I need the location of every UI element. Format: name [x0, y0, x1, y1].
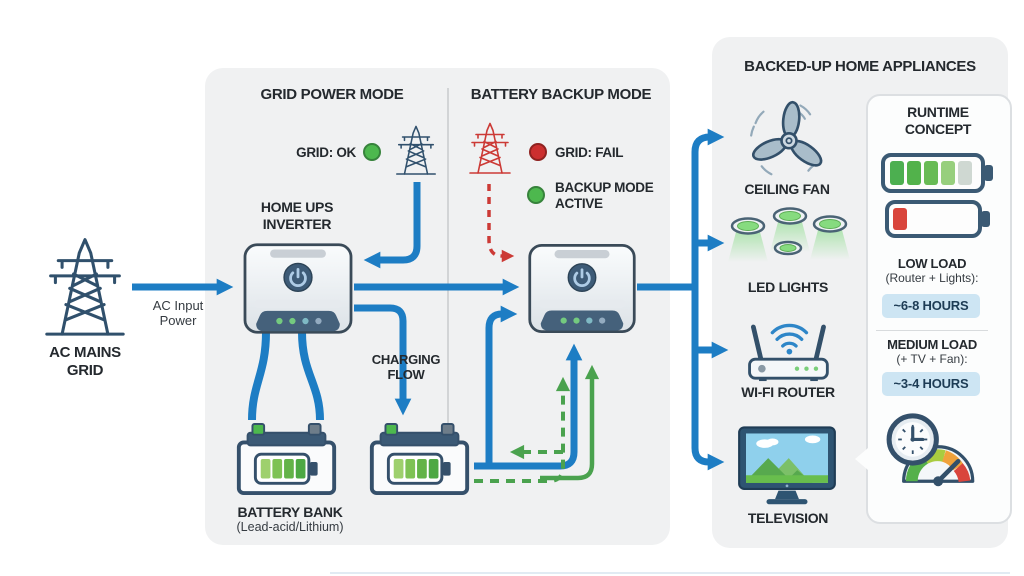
bottom-accent-line — [330, 572, 1010, 574]
runtime-panel-pointer — [855, 448, 868, 470]
ac-input-power-label: AC Input Power — [152, 298, 204, 329]
battery-bank-sublabel: (Lead-acid/Lithium) — [236, 520, 344, 534]
grid-ok-label: GRID: OK — [296, 145, 356, 160]
charging-flow-label: CHARGING FLOW — [371, 352, 441, 383]
television-label: TELEVISION — [747, 510, 829, 526]
wifi-waves-icon — [770, 323, 809, 348]
low-load-label: LOW LOAD — [897, 256, 967, 271]
medium-load-label: MEDIUM LOAD — [887, 337, 977, 352]
battery-bank-label: BATTERY BANK — [237, 504, 343, 520]
medium-load-runtime-badge: ~3-4 HOURS — [882, 372, 980, 396]
battery2-icon — [366, 420, 473, 500]
wifi-router-icon — [740, 308, 835, 382]
low-load-sublabel: (Router + Lights): — [885, 271, 979, 285]
grid-ok-indicator — [363, 143, 381, 161]
backup-active-indicator — [527, 186, 545, 204]
inverter2-icon — [527, 242, 637, 335]
inverter1-label: HOME UPS INVERTER — [260, 199, 334, 232]
grid-fail-label: GRID: FAIL — [555, 145, 624, 160]
runtime-title: RUNTIME CONCEPT — [904, 104, 972, 137]
led-lights-label: LED LIGHTS — [747, 279, 829, 295]
appliances-title: BACKED-UP HOME APPLIANCES — [744, 58, 976, 75]
battery-full-icon — [880, 150, 998, 196]
inverter1-icon — [242, 242, 354, 335]
backup-active-label: BACKUP MODE ACTIVE — [555, 180, 654, 211]
ac-mains-label: AC MAINS GRID — [49, 344, 121, 379]
backup-mode-title: BATTERY BACKUP MODE — [470, 86, 652, 103]
ceiling-fan-label: CEILING FAN — [744, 181, 830, 197]
medium-load-sublabel: (+ TV + Fan): — [896, 352, 968, 366]
led-lights-icon — [718, 206, 853, 274]
battery-empty-icon — [884, 198, 994, 240]
ceiling-fan-icon — [745, 95, 833, 183]
wifi-router-label: WI-FI ROUTER — [741, 384, 835, 400]
television-icon — [727, 424, 847, 506]
grid-tower-icon — [392, 118, 440, 180]
runtime-clock-gauge-icon — [880, 404, 980, 504]
grid-mode-title: GRID POWER MODE — [260, 86, 404, 103]
runtime-divider — [876, 330, 988, 331]
low-load-runtime-badge: ~6-8 HOURS — [882, 294, 980, 318]
ac-mains-tower-icon — [35, 232, 135, 337]
clock-icon — [886, 413, 939, 466]
battery-bank-icon — [233, 420, 340, 500]
grid-fail-indicator — [529, 143, 547, 161]
failed-grid-tower-icon — [465, 114, 515, 180]
